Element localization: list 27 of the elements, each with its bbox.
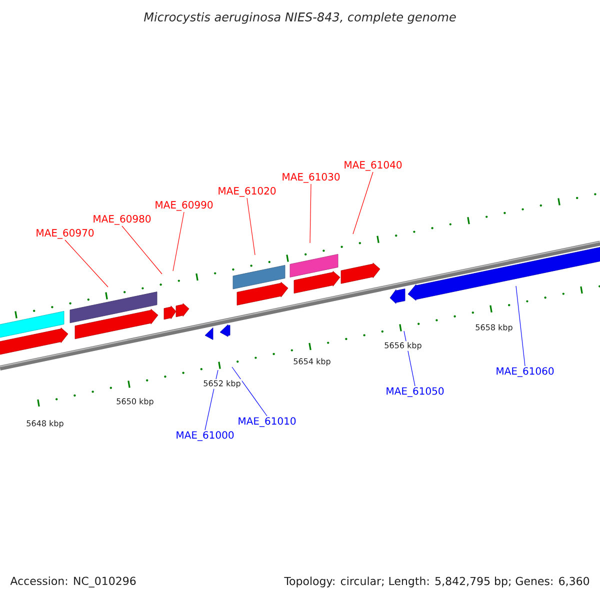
leader-line (172, 212, 184, 272)
leader-line (352, 172, 374, 234)
leader-line (232, 366, 268, 416)
gene-label: MAE_61000 (176, 431, 234, 441)
scale-label: 5658 kbp (474, 323, 514, 333)
scale-label: 5650 kbp (115, 397, 155, 407)
gene-label: MAE_61030 (282, 173, 340, 183)
title: Microcystis aeruginosa NIES-843, complete genome (144, 12, 456, 24)
accession-text: Accession: NC_010296 (9, 576, 138, 588)
leader-line (246, 198, 256, 256)
gene-label: MAE_61040 (344, 161, 402, 171)
genome-info-text: Topology: circular; Length: 5,842,795 bp; Genes: 6,360 (283, 576, 591, 588)
gene-label: MAE_60990 (156, 201, 213, 211)
scale-label: 5648 kbp (25, 419, 65, 429)
gene-label: MAE_61060 (496, 367, 554, 377)
scale-label: 5652 kbp (202, 379, 242, 389)
gene-label: MAE_60970 (36, 229, 94, 239)
scale-label: 5656 kbp (383, 341, 423, 351)
gene-label: MAE_61020 (218, 187, 276, 197)
leader-line (310, 184, 312, 244)
leader-line (122, 226, 162, 274)
gene-label: MAE_61010 (238, 417, 296, 427)
scale-label: 5654 kbp (292, 357, 332, 367)
gene-label: MAE_60980 (94, 215, 151, 225)
leader-line (516, 286, 526, 366)
gene-label: MAE_61050 (386, 387, 444, 397)
leader-line (64, 240, 108, 288)
